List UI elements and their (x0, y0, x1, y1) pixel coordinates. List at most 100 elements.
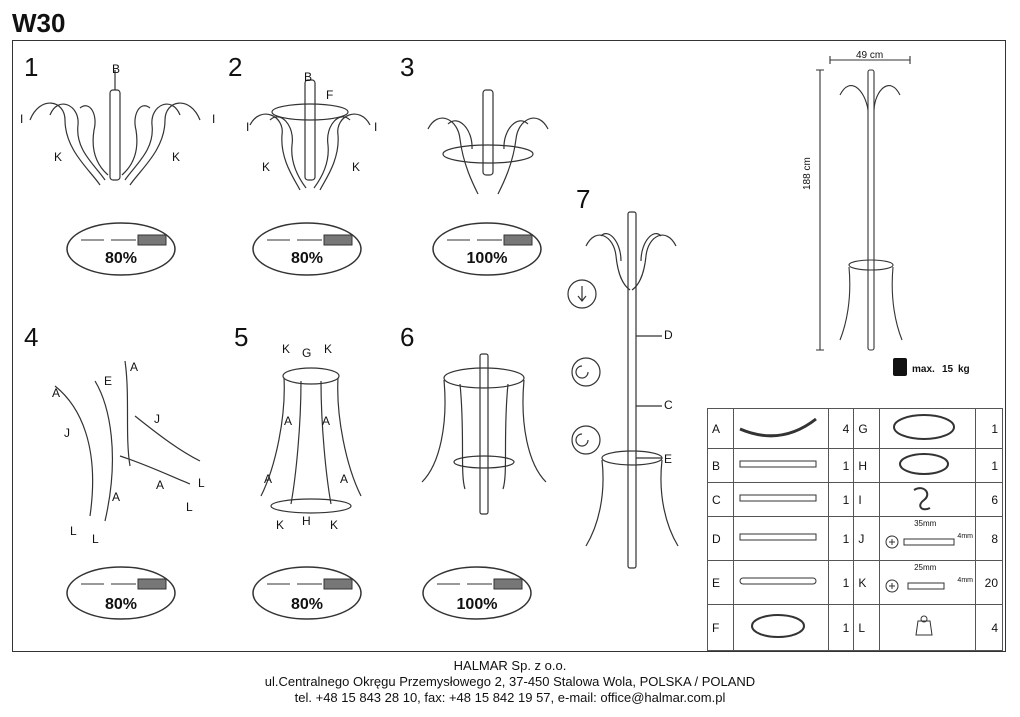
max-load-unit: kg (958, 364, 970, 375)
footer-company: HALMAR Sp. z o.o. (453, 658, 567, 673)
part-j-size: 35mm (914, 519, 937, 528)
step2-hooks-ring-illustration (249, 79, 371, 191)
part-j-screw-icon: 35mm 4mm (879, 516, 976, 561)
step4-label-l-1: L (70, 524, 77, 538)
step1-label-b: B (112, 62, 121, 76)
step1-label-k-right: K (172, 150, 181, 164)
part-id: L (853, 604, 881, 651)
step5-label-k-bottom-left: K (276, 518, 285, 532)
step4-label-a-top: A (130, 360, 139, 374)
step4-label-l-4: L (198, 476, 205, 490)
step4-label-a-left: A (52, 386, 61, 400)
step1-hooks-illustration (29, 70, 201, 186)
part-qty: 8 (974, 516, 1004, 561)
step-number-4: 4 (24, 322, 39, 352)
part-id: E (707, 560, 734, 605)
height-dimension: 188 cm (802, 157, 813, 190)
step5-base-assembly-illustration (260, 367, 362, 514)
screwdriver-icon-step4 (66, 566, 176, 620)
parts-list-table: A 4 G 1 B 1 H 1 C 1 I 6 D 1 J (707, 408, 1004, 651)
step5-label-a-2: A (322, 414, 331, 428)
part-id: J (853, 516, 881, 561)
step4-torque-percent: 80% (104, 596, 138, 613)
step2-torque-percent: 80% (290, 250, 324, 267)
step7-label-e: E (664, 452, 673, 466)
step-number-2: 2 (228, 52, 243, 82)
step2-label-k-left: K (262, 160, 271, 174)
part-l-foot-icon (879, 604, 976, 651)
parts-row: E 1 K 25mm 4mm 20 (707, 560, 1004, 605)
step3-assembled-top-illustration (427, 89, 549, 195)
step2-label-i-right: I (374, 120, 378, 134)
part-id: B (707, 448, 734, 483)
part-qty: 4 (828, 408, 855, 449)
step-number-3: 3 (400, 52, 415, 82)
step1-torque-percent: 80% (104, 250, 138, 267)
step4-label-a-bottom: A (112, 490, 121, 504)
part-qty: 1 (974, 408, 1004, 449)
step4-label-j-left: J (64, 426, 70, 440)
part-qty: 20 (974, 560, 1004, 605)
screwdriver-icon-step3 (432, 222, 542, 276)
part-id: K (853, 560, 881, 605)
parts-row: F 1 L 4 (707, 604, 1004, 651)
parts-row: A 4 G 1 (707, 408, 1004, 449)
step4-label-l-3: L (186, 500, 193, 514)
max-load-value: 15 (942, 364, 954, 375)
step-number-7: 7 (576, 184, 591, 214)
part-k-size-thread: 4mm (957, 577, 973, 584)
step4-legs-illustration (54, 360, 201, 522)
part-qty: 1 (828, 604, 855, 651)
step4-label-j-right: J (154, 412, 160, 426)
step1-label-i-right: I (212, 112, 216, 126)
step5-label-a-3: A (264, 472, 273, 486)
footer-address: ul.Centralnego Okręgu Przemysłowego 2, 3… (264, 674, 756, 689)
part-k-size: 25mm (914, 563, 937, 572)
part-d-icon (732, 516, 830, 561)
part-id: I (853, 482, 881, 517)
step2-label-f: F (326, 88, 334, 102)
parts-row: C 1 I 6 (707, 482, 1004, 517)
part-qty: 4 (974, 604, 1004, 651)
step6-base-complete-illustration (421, 353, 547, 515)
part-e-icon (732, 560, 830, 605)
part-id: C (707, 482, 734, 517)
screwdriver-icon-step2 (252, 222, 362, 276)
step6-torque-percent: 100% (456, 596, 498, 613)
weight-icon (893, 358, 907, 376)
step4-label-l-2: L (92, 532, 99, 546)
step2-label-i-left: I (246, 120, 250, 134)
max-load-label: max. (912, 364, 935, 375)
step7-final-assembly-illustration (567, 211, 679, 569)
part-id: D (707, 516, 734, 561)
step5-torque-percent: 80% (290, 596, 324, 613)
part-id: H (853, 448, 881, 483)
step5-label-g: G (302, 346, 312, 360)
part-g-icon (879, 408, 976, 449)
coat-stand-dimensions-illustration (816, 56, 911, 351)
step2-label-b: B (304, 70, 313, 84)
screwdriver-icon-step6 (422, 566, 532, 620)
step5-label-k-top-right: K (324, 342, 333, 356)
step4-label-e: E (104, 374, 113, 388)
step7-label-d: D (664, 328, 673, 342)
part-id: G (853, 408, 881, 449)
step7-label-c: C (664, 398, 673, 412)
parts-row: B 1 H 1 (707, 448, 1004, 483)
part-qty: 1 (828, 448, 855, 483)
part-c-icon (732, 482, 830, 517)
page-title: W30 (12, 8, 66, 38)
part-id: F (707, 604, 734, 651)
step5-label-a-1: A (284, 414, 293, 428)
part-f-icon (732, 604, 830, 651)
step-number-6: 6 (400, 322, 415, 352)
step5-label-h: H (302, 514, 311, 528)
step-number-5: 5 (234, 322, 249, 352)
part-a-icon (732, 408, 830, 449)
part-b-icon (732, 448, 830, 483)
part-h-icon (879, 448, 976, 483)
step-number-1: 1 (24, 52, 39, 82)
part-qty: 1 (828, 516, 855, 561)
part-qty: 1 (828, 560, 855, 605)
part-id: A (707, 408, 734, 449)
